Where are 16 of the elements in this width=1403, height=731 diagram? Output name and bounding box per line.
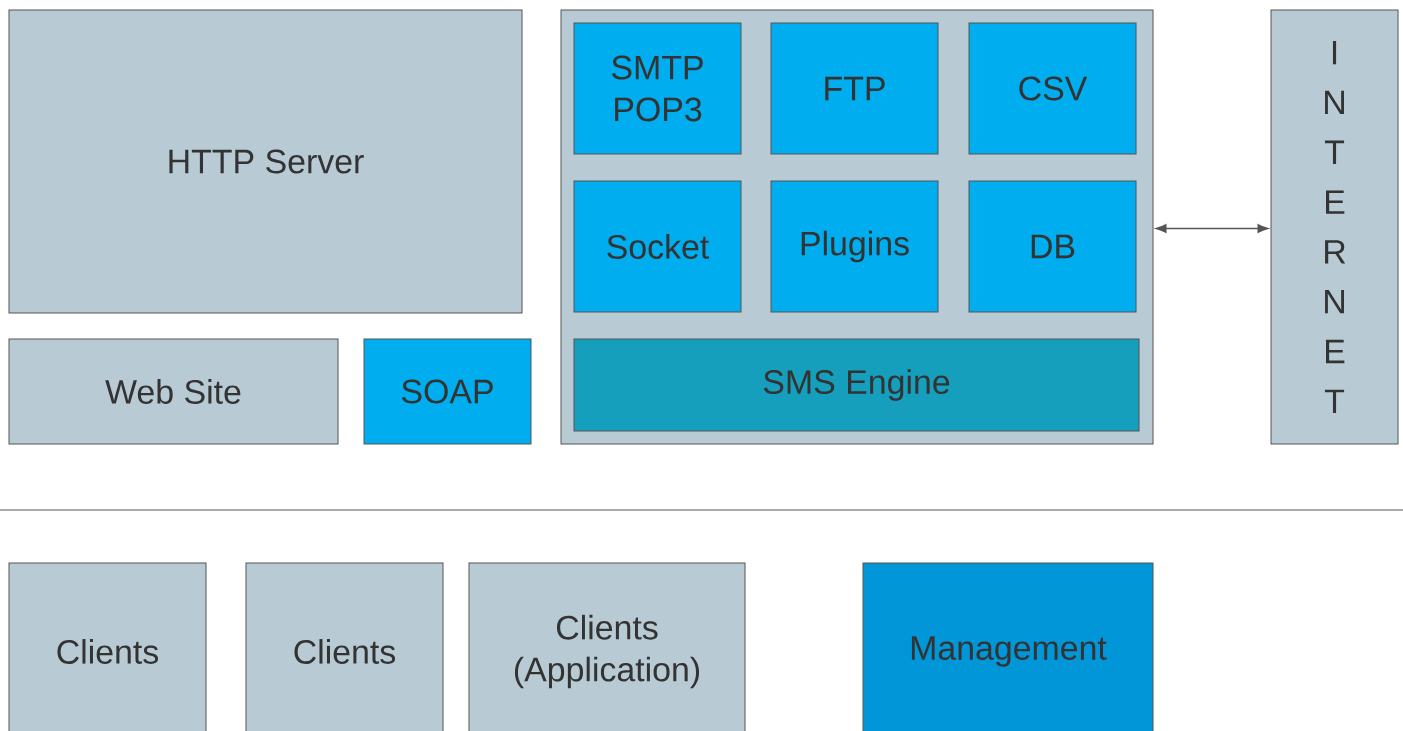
- protocol-box: Socket: [573, 180, 742, 313]
- server-box: HTTP Server: [8, 9, 523, 314]
- protocol-box: FTP: [770, 22, 939, 155]
- site-box: Web Site: [8, 338, 339, 445]
- protocol-box: SMTP POP3: [573, 22, 742, 155]
- arrow: [1155, 224, 1269, 233]
- database-box: DB: [968, 180, 1137, 313]
- client-box: Clients: [245, 562, 444, 731]
- management-box: Management: [862, 562, 1154, 731]
- plugin-box: Plugins: [770, 180, 939, 313]
- client-box: Clients: [8, 562, 207, 731]
- protocol-box: SOAP: [363, 338, 532, 445]
- network-box: INTERNET: [1270, 9, 1399, 445]
- protocol-box: CSV: [968, 22, 1137, 155]
- engine-bar: SMS Engine: [573, 338, 1140, 432]
- client-box: Clients (Application): [468, 562, 746, 731]
